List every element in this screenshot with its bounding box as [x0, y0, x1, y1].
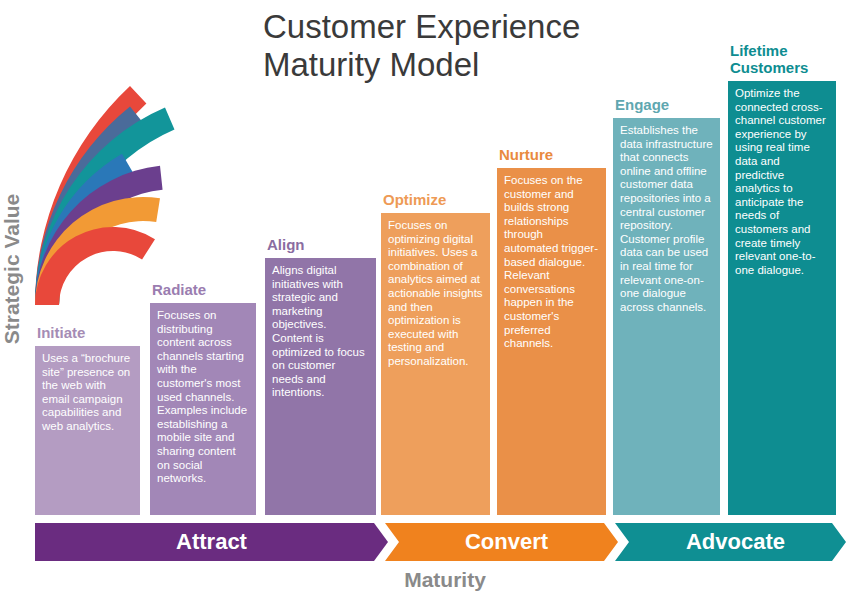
decorative-arc: [35, 197, 160, 305]
stage-description: Establishes the data infrastructure that…: [620, 124, 713, 314]
stage-description: Optimize the connected cross-channel cus…: [735, 87, 829, 277]
decorative-arc: [35, 108, 174, 305]
stage-box: InitiateUses a “brochure site” presence …: [35, 346, 140, 515]
stage-heading: Nurture: [499, 146, 606, 163]
phase-label: Advocate: [615, 523, 846, 561]
stage-description: Aligns digital initiatives with strategi…: [272, 264, 369, 400]
stage-heading: Optimize: [383, 191, 490, 208]
axis-title-y: Strategic Value: [0, 159, 24, 379]
phase-band: Convert: [385, 523, 618, 561]
stage-heading: Align: [267, 236, 376, 253]
band-arrow: [385, 523, 618, 561]
decorative-arc: [35, 166, 163, 305]
decorative-arc: [35, 227, 155, 305]
diagram-title: Customer Experience Maturity Model: [263, 8, 623, 84]
stage-description: Uses a “brochure site” presence on the w…: [42, 352, 133, 434]
stage-description: Focuses on the customer and builds stron…: [504, 174, 599, 351]
phase-label: Attract: [35, 523, 388, 561]
stage-description: Focuses on optimizing digital initiative…: [388, 219, 483, 369]
phase-label: Convert: [385, 523, 618, 561]
stage-heading: Lifetime Customers: [730, 42, 836, 76]
stage-heading: Radiate: [152, 281, 256, 298]
stage-box: OptimizeFocuses on optimizing digital in…: [381, 213, 490, 515]
stage-description: Focuses on distributing content across c…: [157, 309, 249, 486]
stage-heading: Initiate: [37, 324, 140, 341]
axis-title-x: Maturity: [345, 568, 545, 592]
stage-box: EngageEstablishes the data infrastructur…: [613, 118, 720, 515]
stage-heading: Engage: [615, 96, 720, 113]
band-arrow: [615, 523, 846, 561]
stage-box: RadiateFocuses on distributing content a…: [150, 303, 256, 515]
stage-box: AlignAligns digital initiatives with str…: [265, 258, 376, 515]
band-arrow: [35, 523, 388, 561]
phase-band: Advocate: [615, 523, 846, 561]
stage-box: Lifetime CustomersOptimize the connected…: [728, 81, 836, 515]
phase-band: Attract: [35, 523, 388, 561]
stage-box: NurtureFocuses on the customer and build…: [497, 168, 606, 515]
